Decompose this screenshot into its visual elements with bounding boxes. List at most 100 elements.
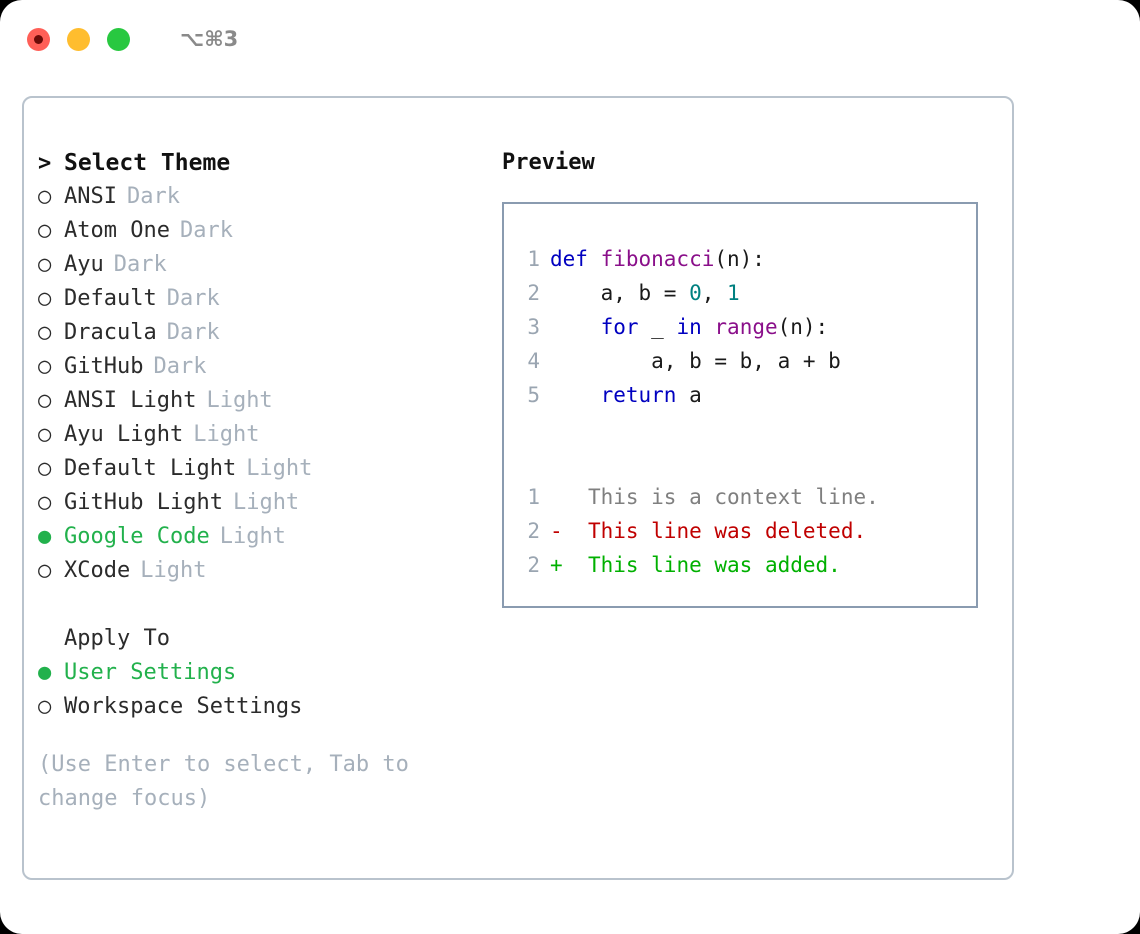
preview-box: 1 def fibonacci(n): 2 a, b = 0, 1 3 for … [502, 202, 978, 608]
title-bar: ⌥⌘3 [0, 0, 1140, 78]
theme-option-ayu-light[interactable]: ○ Ayu Light Light [38, 418, 498, 452]
code-line: 3 for _ in range(n): [504, 310, 976, 344]
diff-text: This line was added. [563, 548, 841, 582]
code-token: (n): [777, 315, 829, 339]
line-number: 1 [527, 247, 540, 271]
keyboard-hint-line-1: (Use Enter to select, Tab to [38, 752, 409, 777]
code-token: for [600, 315, 639, 339]
code-token [702, 315, 715, 339]
radio-unselected-icon: ○ [38, 218, 52, 243]
theme-option-ayu[interactable]: ○ Ayu Dark [38, 248, 498, 282]
preview-column: Preview 1 def fibonacci(n): 2 a, b = 0, … [502, 146, 1002, 608]
theme-list-header: > Select Theme [38, 146, 498, 180]
theme-option-github[interactable]: ○ GitHub Dark [38, 350, 498, 384]
radio-selected-icon: ● [38, 660, 52, 685]
code-content: a, b = 0, 1 [550, 276, 740, 310]
theme-variant-tag: Light [193, 422, 260, 447]
minimize-button[interactable] [67, 27, 90, 51]
apply-to-option-label: User Settings [64, 660, 237, 685]
line-number: 2 [527, 553, 540, 577]
theme-variant-tag: Dark [126, 184, 180, 209]
code-token [550, 383, 601, 407]
theme-option-label: ANSI [64, 184, 117, 209]
diff-marker: - [550, 519, 563, 543]
theme-option-ansi[interactable]: ○ ANSI Dark [38, 180, 498, 214]
code-token [550, 315, 601, 339]
diff-marker: + [550, 553, 563, 577]
diff-line-context: 1 This is a context line. [504, 480, 976, 514]
code-content: def fibonacci(n): [550, 242, 765, 276]
theme-option-github-light[interactable]: ○ GitHub Light Light [38, 486, 498, 520]
diff-marker [550, 480, 563, 514]
line-number: 2 [527, 519, 540, 543]
theme-variant-tag: Dark [179, 218, 233, 243]
radio-unselected-icon: ○ [38, 456, 52, 481]
theme-option-label: Google Code [64, 524, 210, 549]
window-controls [27, 27, 130, 51]
radio-unselected-icon: ○ [38, 286, 52, 311]
code-line: 2 a, b = 0, 1 [504, 276, 976, 310]
apply-to-option-user-settings[interactable]: ● User Settings [38, 656, 498, 690]
code-content: a, b = b, a + b [550, 344, 841, 378]
theme-option-label: GitHub Light [64, 490, 223, 515]
content-panel: > Select Theme ○ ANSI Dark ○ Atom One Da… [22, 96, 1014, 880]
theme-option-label: XCode [64, 558, 131, 583]
close-button[interactable] [27, 27, 50, 51]
theme-option-ansi-light[interactable]: ○ ANSI Light Light [38, 384, 498, 418]
code-token: a, b = [550, 281, 690, 305]
preview-separator [504, 446, 976, 480]
radio-unselected-icon: ○ [38, 388, 52, 413]
code-content: return a [550, 378, 702, 412]
code-token: _ [638, 315, 677, 339]
theme-option-label: Default Light [64, 456, 237, 481]
list-spacer [38, 588, 498, 622]
radio-unselected-icon: ○ [38, 490, 52, 515]
prompt-caret-icon: > [38, 151, 52, 176]
maximize-button[interactable] [107, 27, 130, 51]
line-number: 2 [527, 281, 540, 305]
apply-to-option-workspace-settings[interactable]: ○ Workspace Settings [38, 690, 498, 724]
code-token: (n): [714, 247, 765, 271]
theme-option-label: Dracula [64, 320, 157, 345]
code-token: range [714, 315, 778, 339]
diff-line-deleted: 2 - This line was deleted. [504, 514, 976, 548]
radio-unselected-icon: ○ [38, 320, 52, 345]
code-token: 1 [727, 281, 740, 305]
radio-unselected-icon: ○ [38, 252, 52, 277]
code-token: return [600, 383, 677, 407]
keyboard-hint-line-2: change focus) [38, 786, 211, 811]
keyboard-hint: (Use Enter to select, Tab to change focu… [38, 748, 450, 816]
code-token: fibonacci [600, 247, 715, 271]
theme-option-google-code[interactable]: ● Google Code Light [38, 520, 498, 554]
keyboard-shortcut-label: ⌥⌘3 [180, 27, 239, 51]
code-line: 5 return a [504, 378, 976, 412]
apply-to-group-title: Apply To [38, 622, 498, 656]
apply-to-option-label: Workspace Settings [64, 694, 303, 719]
radio-selected-icon: ● [38, 524, 52, 549]
diff-text-value: This line was deleted. [587, 519, 867, 543]
line-number: 3 [527, 315, 540, 339]
theme-variant-tag: Light [140, 558, 207, 583]
theme-option-label: Ayu [64, 252, 104, 277]
theme-option-dracula[interactable]: ○ Dracula Dark [38, 316, 498, 350]
theme-option-xcode[interactable]: ○ XCode Light [38, 554, 498, 588]
diff-text-value: This line was added. [587, 553, 841, 577]
apply-to-label: Apply To [64, 626, 170, 651]
radio-unselected-icon: ○ [38, 558, 52, 583]
diff-text: This line was deleted. [563, 514, 866, 548]
theme-variant-tag: Dark [166, 320, 220, 345]
theme-option-default-light[interactable]: ○ Default Light Light [38, 452, 498, 486]
code-token: in [676, 315, 702, 339]
theme-variant-tag: Dark [113, 252, 167, 277]
diff-line-added: 2 + This line was added. [504, 548, 976, 582]
theme-variant-tag: Light [219, 524, 286, 549]
diff-text: This is a context line. [563, 480, 879, 514]
code-token: a [676, 383, 702, 407]
theme-option-default[interactable]: ○ Default Dark [38, 282, 498, 316]
radio-unselected-icon: ○ [38, 694, 52, 719]
radio-unselected-icon: ○ [38, 422, 52, 447]
radio-unselected-icon: ○ [38, 354, 52, 379]
theme-option-label: ANSI Light [64, 388, 197, 413]
theme-option-atom-one[interactable]: ○ Atom One Dark [38, 214, 498, 248]
theme-variant-tag: Dark [166, 286, 220, 311]
